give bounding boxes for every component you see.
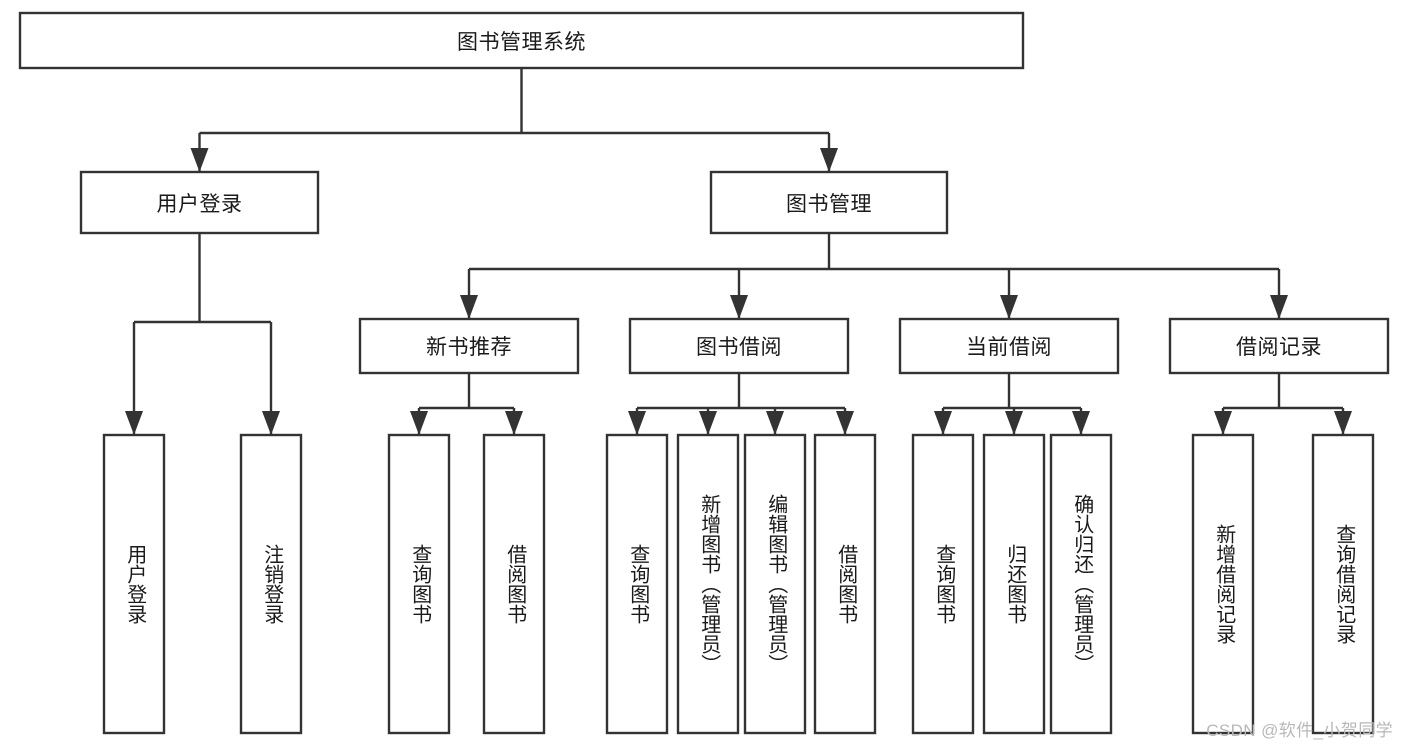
arrow-head-icon: [190, 148, 209, 172]
node-box-leaf-logout[interactable]: [239, 433, 303, 735]
node-box-book-borrow[interactable]: [628, 317, 850, 375]
node-box-leaf-add-record[interactable]: [1191, 433, 1255, 735]
node-box-leaf-borrow-book-1[interactable]: [482, 433, 546, 735]
arrow-head-icon: [628, 411, 646, 435]
node-box-leaf-user-login[interactable]: [102, 433, 166, 735]
arrow-head-icon: [1214, 411, 1232, 435]
node-box-new-book-recommend[interactable]: [358, 317, 580, 375]
arrow-head-icon: [1334, 411, 1352, 435]
node-box-leaf-edit-book[interactable]: [743, 433, 807, 735]
arrow-head-icon: [730, 295, 748, 319]
arrow-head-icon: [1000, 295, 1018, 319]
arrow-head-icon: [836, 411, 854, 435]
arrow-head-icon: [934, 411, 952, 435]
node-box-leaf-return-book[interactable]: [982, 433, 1046, 735]
node-box-layer: [18, 11, 1390, 735]
edge-layer: [125, 68, 1352, 435]
arrow-head-icon: [460, 295, 478, 319]
node-box-leaf-query-book-1[interactable]: [387, 433, 451, 735]
node-box-leaf-query-book-2[interactable]: [605, 433, 669, 735]
node-box-leaf-confirm-return[interactable]: [1049, 433, 1113, 735]
arrow-head-icon: [699, 411, 717, 435]
arrow-head-icon: [262, 411, 280, 435]
node-box-root[interactable]: [18, 11, 1025, 70]
node-box-leaf-borrow-book-2[interactable]: [813, 433, 877, 735]
arrow-head-icon: [125, 411, 143, 435]
arrow-head-icon: [505, 411, 523, 435]
node-box-book-manage[interactable]: [709, 170, 949, 235]
arrow-head-icon: [820, 148, 838, 172]
arrow-head-icon: [766, 411, 784, 435]
node-box-leaf-add-book[interactable]: [676, 433, 740, 735]
node-box-leaf-query-record[interactable]: [1311, 433, 1375, 735]
arrow-head-icon: [1072, 411, 1090, 435]
arrow-head-icon: [1270, 295, 1288, 319]
node-box-leaf-query-book-3[interactable]: [911, 433, 975, 735]
node-box-borrow-record[interactable]: [1168, 317, 1390, 375]
node-box-user-login[interactable]: [79, 170, 320, 235]
arrow-head-icon: [1005, 411, 1023, 435]
arrow-head-icon: [410, 411, 428, 435]
watermark-text: CSDN @软件_小贺同学: [1206, 721, 1393, 740]
node-box-current-borrow[interactable]: [898, 317, 1120, 375]
